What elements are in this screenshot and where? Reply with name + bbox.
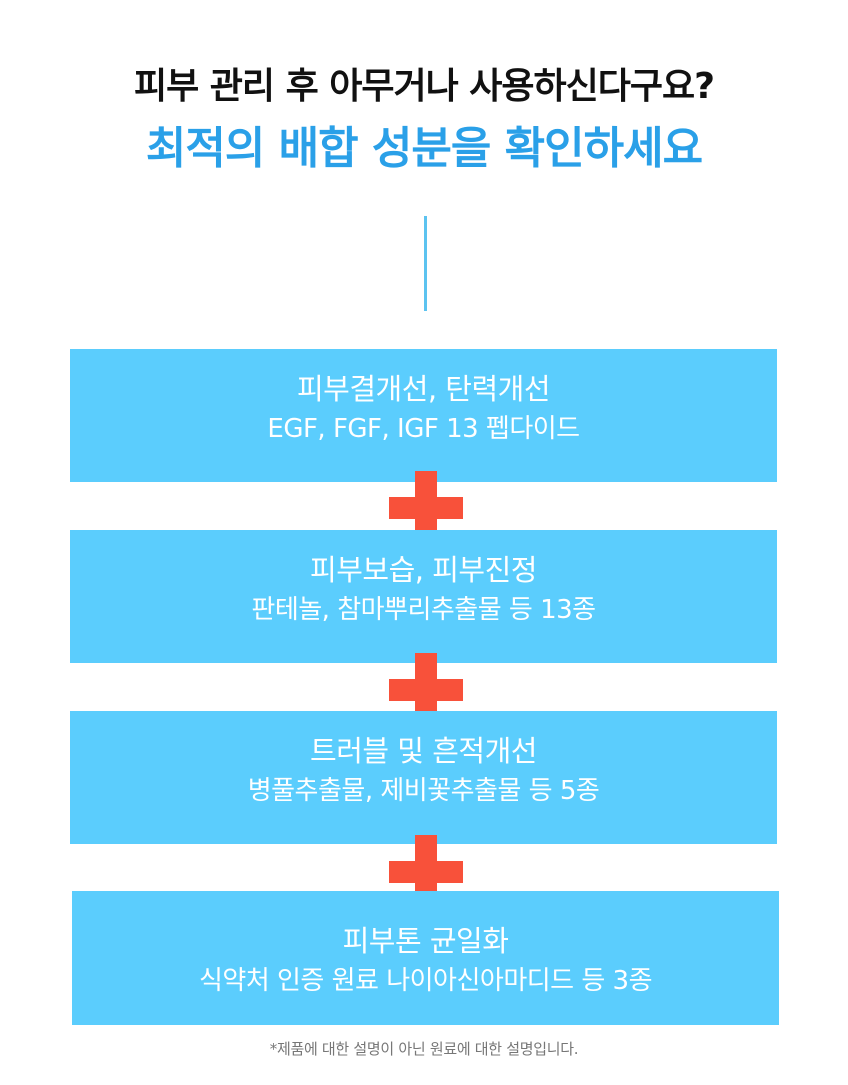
benefit-ingredients: 병풀추출물, 제비꽃추출물 등 5종 bbox=[247, 776, 600, 806]
benefit-title: 트러블 및 흔적개선 bbox=[310, 734, 537, 768]
benefit-title: 피부결개선, 탄력개선 bbox=[296, 372, 551, 406]
plus-icon bbox=[389, 653, 463, 727]
benefit-title: 피부톤 균일화 bbox=[342, 924, 509, 958]
plus-icon bbox=[389, 471, 463, 545]
benefit-card-moisture: 피부보습, 피부진정 판테놀, 참마뿌리추출물 등 13종 bbox=[70, 530, 777, 663]
benefit-card-tone: 피부톤 균일화 식약처 인증 원료 나이아신아마디드 등 3종 bbox=[72, 891, 779, 1025]
benefit-ingredients: 판테놀, 참마뿌리추출물 등 13종 bbox=[251, 595, 596, 625]
benefit-ingredients: EGF, FGF, IGF 13 펩다이드 bbox=[267, 414, 580, 444]
benefit-card-texture: 피부결개선, 탄력개선 EGF, FGF, IGF 13 펩다이드 bbox=[70, 349, 777, 482]
benefit-card-trouble: 트러블 및 흔적개선 병풀추출물, 제비꽃추출물 등 5종 bbox=[70, 711, 777, 844]
benefit-title: 피부보습, 피부진정 bbox=[310, 553, 537, 587]
headline-emphasis: 최적의 배합 성분을 확인하세요 bbox=[145, 123, 703, 174]
plus-icon bbox=[389, 835, 463, 909]
vertical-divider bbox=[424, 216, 427, 311]
benefit-ingredients: 식약처 인증 원료 나이아신아마디드 등 3종 bbox=[198, 966, 653, 996]
footnote-disclaimer: *제품에 대한 설명이 아닌 원료에 대한 설명입니다. bbox=[269, 1040, 579, 1058]
headline-question: 피부 관리 후 아무거나 사용하신다구요? bbox=[134, 66, 715, 107]
